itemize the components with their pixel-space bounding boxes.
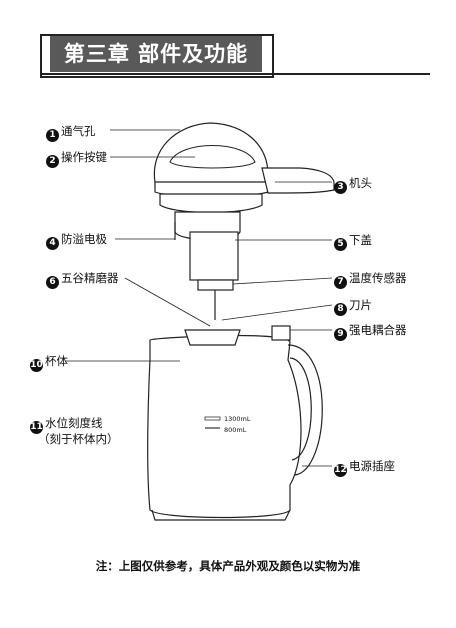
head-lower	[159, 193, 263, 214]
chapter-title-background	[50, 36, 262, 72]
temperature-sensor	[197, 279, 234, 291]
grinder	[184, 329, 241, 346]
scale-max-label: 1300mL	[224, 415, 251, 423]
part-label-11-note: （刻于杯体内）	[38, 432, 119, 446]
head-handle	[261, 167, 335, 194]
footnote: 注：上图仅供参考，具体产品外观及颜色以实物为准	[95, 559, 361, 573]
jug-base	[151, 509, 291, 521]
chapter-title: 第三章 部件及功能	[63, 42, 249, 66]
jug-handle-inner	[289, 357, 312, 461]
power-coupler	[271, 325, 291, 341]
scale-min-label: 800mL	[224, 426, 247, 434]
header-rule	[40, 73, 430, 75]
jug-handle	[287, 344, 323, 476]
lower-cover-tube	[189, 231, 239, 281]
